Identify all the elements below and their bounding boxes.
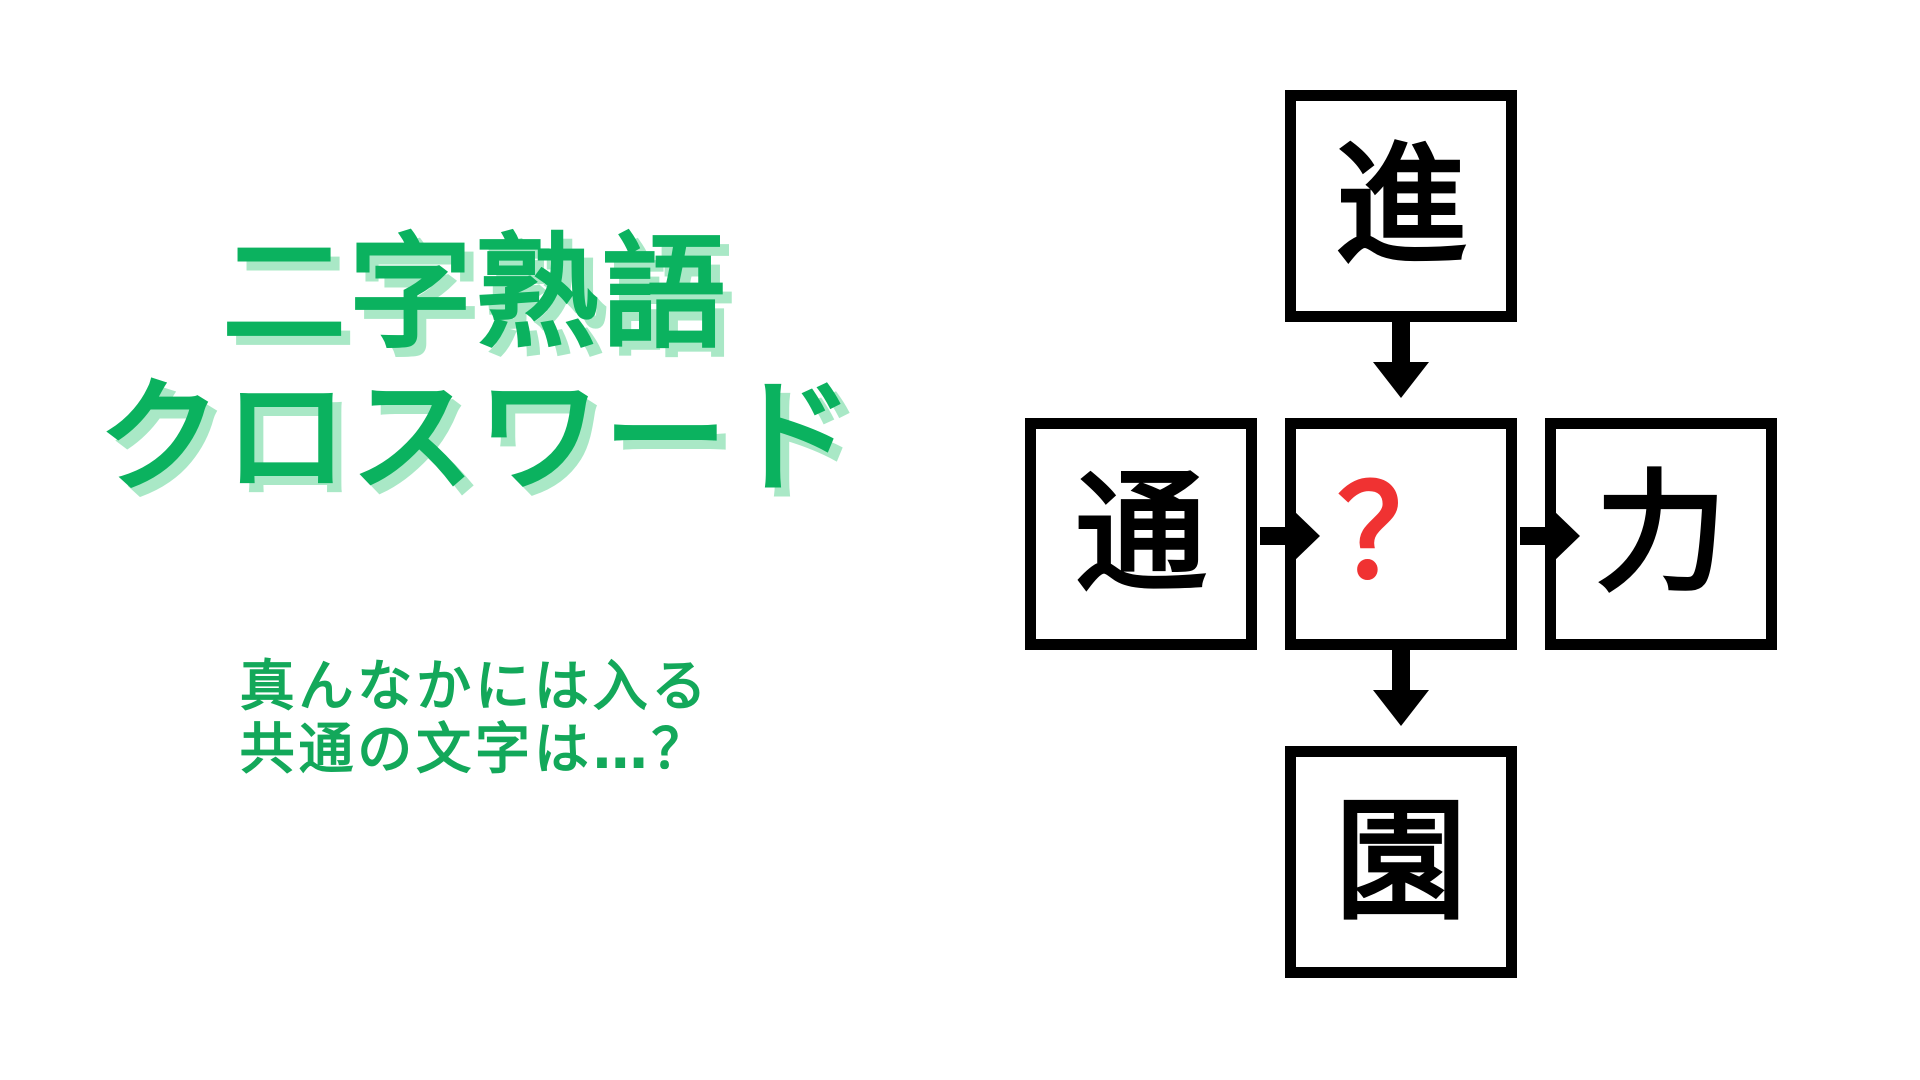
puzzle-cell-top-char: 進 [1335, 129, 1467, 283]
arrow-down-icon-top-to-center [1371, 322, 1431, 400]
title-block: 二字熟語 クロスワード [0, 232, 960, 562]
arrow-right-icon-left-to-center [1260, 508, 1322, 564]
puzzle-cell-bottom[interactable]: 園 [1285, 746, 1517, 978]
puzzle-cell-top[interactable]: 進 [1285, 90, 1517, 322]
puzzle-cell-right[interactable]: 力 [1545, 418, 1777, 650]
arrow-right-icon-center-to-right [1520, 508, 1582, 564]
puzzle-cell-left-char: 通 [1075, 457, 1207, 611]
subtitle-line-1: 真んなかには入る [239, 654, 711, 718]
puzzle-cell-left[interactable]: 通 [1025, 418, 1257, 650]
title-line-2: クロスワード [97, 366, 857, 510]
title-line-1: 二字熟語 [222, 222, 728, 366]
puzzle-cell-right-char: 力 [1595, 457, 1727, 611]
puzzle-cell-bottom-char: 園 [1335, 785, 1467, 939]
arrow-down-icon-center-to-bottom [1371, 650, 1431, 728]
subtitle-block: 真んなかには入る 共通の文字は…？ [0, 654, 950, 782]
puzzle-cell-center-answer[interactable]: ？ [1285, 418, 1517, 650]
puzzle-cell-center-question-mark: ？ [1336, 459, 1465, 608]
subtitle-line-2: 共通の文字は…？ [239, 717, 711, 782]
crossword-puzzle-diagram: 進 通 ？ 力 園 [960, 0, 1920, 1080]
